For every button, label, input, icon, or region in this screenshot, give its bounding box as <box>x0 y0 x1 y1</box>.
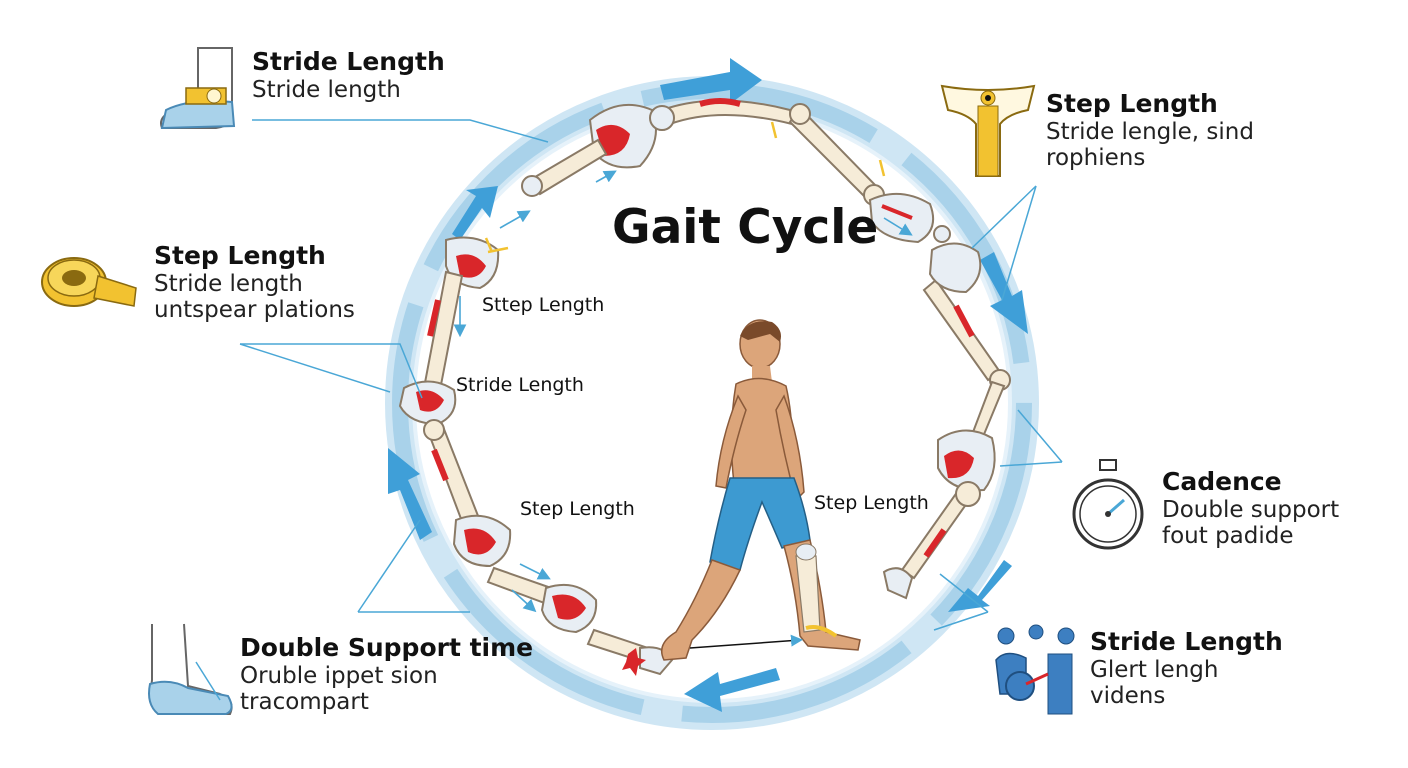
yellow-marks <box>484 121 886 254</box>
diagram-title: Gait Cycle <box>612 200 879 255</box>
callout-stride-top-left: Stride Length Stride length <box>252 47 445 103</box>
callout-title: Stride Length <box>252 47 445 76</box>
pelvis-icon <box>940 84 1036 177</box>
callout-step-top-right: Step Length Stride lengle, sind rophiens <box>1046 89 1254 172</box>
inner-label-step-lower: Step Length <box>520 498 635 520</box>
measure-arrows <box>453 170 913 613</box>
ring-arrow-upper-left <box>452 186 498 240</box>
bone-right-upper <box>922 278 1002 382</box>
joint-right-upper <box>928 242 982 294</box>
ring-arrow-bottom <box>684 668 780 712</box>
callout-text: tracompart <box>240 689 369 716</box>
stopwatch-icon <box>1072 459 1144 550</box>
cycle-ring <box>385 76 1039 730</box>
bone-chain <box>398 98 1011 676</box>
measuring-tape-icon <box>41 257 137 307</box>
callout-title: Double Support time <box>240 633 534 662</box>
inner-label-stride-mid: Stride Length <box>456 374 584 396</box>
callout-text: untspear plations <box>154 297 355 324</box>
inner-label-step-figure: Step Length <box>814 492 929 514</box>
callout-title: Step Length <box>154 241 326 270</box>
ring-arrow-top <box>660 58 762 104</box>
callout-title: Cadence <box>1162 467 1282 496</box>
inner-label-step-upper: Sttep Length <box>482 294 605 316</box>
callout-stride-bottom-right: Stride Length Glert lengh videns <box>1090 627 1283 710</box>
callout-step-left: Step Length Stride length untspear plati… <box>154 241 355 324</box>
figure-back-leg <box>661 559 742 661</box>
ankle-brace-icon <box>160 47 236 130</box>
callout-text: Oruble ippet sion <box>240 662 438 689</box>
foot-right <box>882 567 914 600</box>
gait-device-icon <box>995 624 1075 715</box>
foot-icon <box>148 623 233 715</box>
knee-joint-top-right <box>868 192 934 244</box>
callout-text: Stride lengle, sind <box>1046 118 1254 145</box>
callout-text: Stride length <box>154 270 303 297</box>
callout-text: rophiens <box>1046 145 1146 172</box>
leader-lines <box>239 119 1063 631</box>
walking-figure <box>661 319 861 661</box>
callout-title: Step Length <box>1046 89 1218 118</box>
callout-cadence: Cadence Double support fout padide <box>1162 467 1340 550</box>
callout-text: Stride length <box>252 76 401 103</box>
ring-arrow-left <box>388 448 432 540</box>
callout-double-support: Double Support time Oruble ippet sion tr… <box>240 633 534 716</box>
callout-text: Double support <box>1162 496 1340 523</box>
callout-text: videns <box>1090 683 1166 710</box>
callout-title: Stride Length <box>1090 627 1283 656</box>
callout-text: Glert lengh <box>1090 656 1219 683</box>
callout-text: fout padide <box>1162 523 1294 550</box>
figure-front-leg <box>783 539 861 651</box>
ring-arrow-right <box>948 560 1012 612</box>
